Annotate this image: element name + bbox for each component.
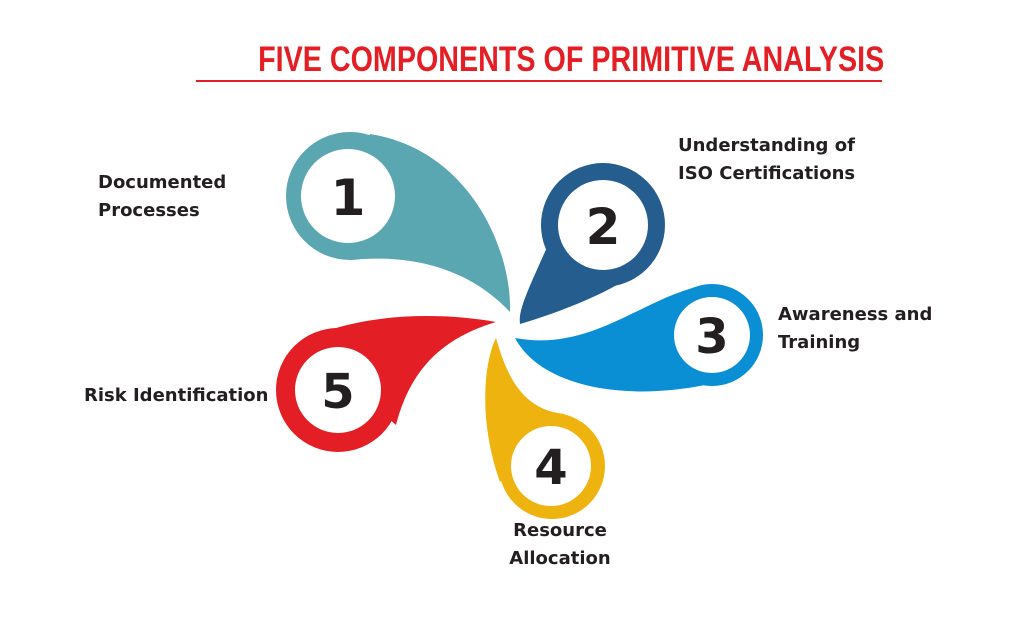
- label-line: Allocation: [509, 548, 611, 569]
- petal-2-number: 2: [586, 198, 621, 256]
- label-line: Documented: [98, 172, 227, 193]
- label-line: Risk Identification: [84, 385, 269, 406]
- petal-5-number: 5: [321, 364, 354, 420]
- label-risk-identification: Risk Identification: [84, 382, 268, 410]
- label-line: ISO Certifications: [678, 163, 856, 184]
- petal-4: 4: [485, 338, 605, 519]
- title-underline: [196, 80, 882, 82]
- petal-4-number: 4: [534, 440, 567, 496]
- label-iso-certifications: Understanding of ISO Certifications: [678, 132, 855, 188]
- petal-1-number: 1: [331, 169, 366, 227]
- petal-1: 1: [286, 132, 511, 312]
- label-line: Processes: [98, 200, 200, 221]
- petal-2: 2: [519, 163, 665, 324]
- label-line: Understanding of: [678, 135, 855, 156]
- label-line: Awareness and: [778, 304, 933, 325]
- page-title: FIVE COMPONENTS OF PRIMITIVE ANALYSIS: [258, 40, 885, 79]
- petal-3: 3: [515, 284, 763, 392]
- petal-5: 5: [276, 316, 496, 452]
- petal-3-number: 3: [695, 309, 728, 365]
- label-resource-allocation: Resource Allocation: [504, 517, 616, 573]
- label-line: Resource: [513, 520, 607, 541]
- label-awareness-training: Awareness and Training: [778, 301, 932, 357]
- label-line: Training: [778, 332, 861, 353]
- label-documented-processes: Documented Processes: [98, 169, 226, 225]
